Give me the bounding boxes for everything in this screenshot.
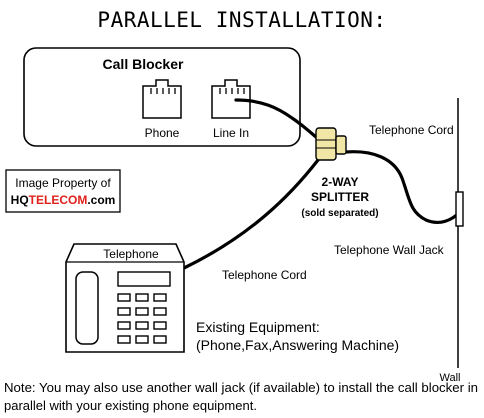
call-blocker-box: [23, 47, 301, 147]
watermark-line1: Image Property of: [15, 176, 111, 190]
telephone-display: [117, 271, 171, 287]
existing-equipment-line1: Existing Equipment:: [196, 319, 320, 335]
splitter-device: [315, 127, 347, 161]
splitter-label-line2: SPLITTER: [311, 190, 369, 204]
existing-equipment-line2: (Phone,Fax,Answering Machine): [196, 337, 399, 353]
call-blocker-label: Call Blocker: [103, 56, 184, 72]
splitter-label-line3: (sold separated): [301, 208, 378, 219]
wall-jack-icon: [455, 191, 464, 227]
wall-label: Wall: [440, 372, 461, 384]
cord-top-label: Telephone Cord: [369, 123, 454, 137]
wire-phone-to-splitter: [182, 158, 320, 270]
telephone-label: Telephone: [103, 247, 159, 261]
watermark-brand-red: TELECOM: [29, 193, 88, 207]
call-blocker-device: Call Blocker Phone Line In: [23, 47, 301, 147]
line-in-port-icon: [211, 79, 251, 119]
note-line2: parallel with your existing phone equipm…: [4, 398, 257, 413]
wall-jack-label: Telephone Wall Jack: [334, 243, 445, 257]
keypad: [117, 293, 167, 344]
watermark-brand-prefix: HQ: [11, 193, 29, 207]
phone-port-label: Phone: [145, 126, 180, 140]
splitter-plug: [335, 135, 347, 155]
note-line1: Note: You may also use another wall jack…: [4, 380, 478, 395]
telephone-device: Telephone: [65, 243, 185, 353]
watermark-box: [5, 169, 121, 213]
diagram-title: PARALLEL INSTALLATION:: [97, 8, 386, 32]
phone-port-icon: [142, 79, 182, 119]
wall: [455, 98, 464, 368]
watermark: Image Property of HQTELECOM.com: [5, 169, 121, 213]
wire-splitter-to-wall: [344, 150, 462, 225]
line-in-port-label: Line In: [213, 126, 249, 140]
watermark-brand-suffix: .com: [87, 193, 115, 207]
splitter-label-line1: 2-WAY: [322, 175, 359, 189]
handset-icon: [75, 271, 99, 345]
cord-bottom-label: Telephone Cord: [222, 268, 307, 282]
splitter-body: [315, 127, 337, 161]
wire-blocker-to-splitter: [234, 98, 324, 144]
watermark-brand: HQTELECOM.com: [11, 193, 116, 207]
